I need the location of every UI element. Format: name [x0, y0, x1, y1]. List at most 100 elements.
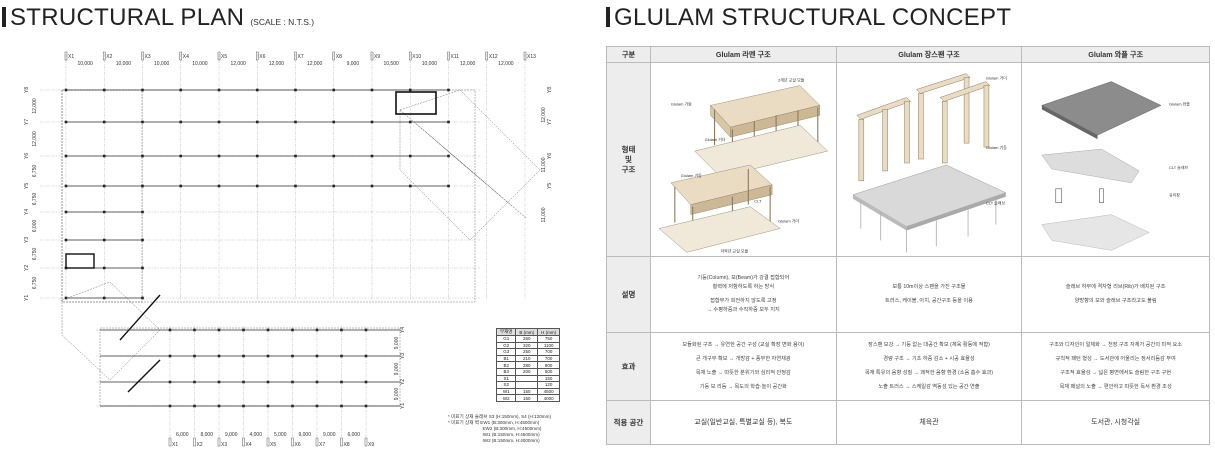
title-bar: [606, 7, 610, 27]
dimension-label: 9,000: [347, 61, 360, 67]
grid-axis-label: X6: [295, 442, 301, 448]
legend-cell: 120: [537, 381, 561, 389]
legend-header: 부재명: [495, 328, 517, 336]
grid-axis-label: Y4: [400, 327, 406, 333]
dimension-label: 4,000: [249, 432, 262, 438]
axis-marker: [217, 437, 221, 447]
legend-cell: 200: [515, 367, 539, 376]
dimension-label: 6,750: [32, 165, 38, 178]
diagonal-grid: [455, 157, 527, 219]
legend-row: S2 120: [495, 381, 561, 389]
rahmen-effect: 모듈화된 구조 → 유연한 공간 구성 (교실 확장 변화 용이)큰 개구부 확…: [649, 332, 837, 401]
text-line: 장스팬 보강 → 기둥 없는 대공간 확보 (체육 활동에 적합): [868, 342, 990, 348]
axis-marker: [179, 51, 182, 61]
dimension-label: 5,000: [274, 432, 287, 438]
legend-cell: 750: [537, 335, 561, 343]
text-line: 접합부가 회전하지 않도록 고정: [710, 298, 777, 304]
axis-marker: [217, 51, 221, 61]
text-line: 목재 특유의 음향 성질 → 쾌적한 음향 환경 (소음 흡수 효과): [864, 370, 993, 376]
column: [447, 120, 450, 124]
dimension-label: 9,000: [225, 432, 238, 438]
dimension-label: 6,000: [176, 432, 189, 438]
column: [447, 184, 450, 188]
text-line: 모듈화된 구조 → 유연한 공간 구성 (교실 확장 변화 용이): [682, 342, 805, 348]
longspan-diagram-cell: Glulam 거더 Glulam 기둥 CLT 슬래브: [835, 62, 1023, 257]
axis-marker: [103, 51, 106, 61]
legend-cell: 800: [537, 361, 561, 369]
dimension-label: 9,000: [298, 432, 311, 438]
axis-marker: [409, 51, 412, 61]
col-header-waffle: Glulam 와플 구조: [1021, 46, 1210, 63]
grid-axis-label: Y7: [547, 119, 553, 125]
col-header-category: 구분: [606, 46, 651, 63]
grid-axis-label: X8: [336, 54, 342, 60]
dimension-label: 6,000: [32, 220, 38, 233]
col-header-longspan: Glulam 장스팬 구조: [835, 46, 1023, 63]
grid-axis-label: Y6: [547, 153, 553, 159]
rahmen-label: 2개년 교실 모듈: [778, 77, 805, 82]
rahmen-diagram-cell: 2개년 교실 모듈 Glulam 기둥 Glulam 거더 Glulam 기둥 …: [649, 62, 837, 257]
waffle-diagram-cell: Glulam 와플 CLT 슬래브 유리창: [1021, 62, 1210, 257]
rahmen-label: CLT: [754, 198, 762, 203]
grid-axis-label: X10: [412, 54, 421, 60]
legend-cell: B2: [495, 361, 517, 369]
dimension-label: 6,750: [32, 248, 38, 261]
longspan-effect: 장스팬 보강 → 기둥 없는 대공간 확보 (체육 활동에 적합) 경량 구조 →…: [835, 332, 1023, 401]
grid-axis-label: X3: [221, 442, 227, 448]
legend-cell: B3: [495, 367, 517, 376]
longspan-structure-diagram: Glulam 거더 Glulam 기둥 CLT 슬래브: [852, 72, 1007, 252]
grid-axis-label: X7: [319, 442, 325, 448]
grid-axis-label: Y1: [400, 403, 406, 409]
rahmen-label: Glulam 기둥: [671, 101, 692, 106]
legend-cell: S2: [495, 381, 517, 389]
column: [141, 266, 144, 270]
text-line: → 수평하중과 수직하중 모두 지지: [706, 307, 780, 313]
dimension-label: 10,000: [116, 61, 132, 67]
legend-cell: 1100: [537, 341, 561, 350]
grid-axis-label: Y8: [24, 87, 30, 93]
rahmen-label: 저학년 교실 모듈: [720, 248, 748, 253]
dimension-label: 11,000: [541, 207, 547, 222]
legend-cell: 4500: [537, 387, 561, 396]
legend-cell: G3: [495, 348, 517, 356]
elevator-core: [65, 253, 95, 269]
axis-marker: [256, 51, 259, 61]
legend-cell: 150: [515, 387, 539, 396]
dimension-label: 12,000: [541, 107, 547, 123]
legend-cell: [515, 374, 539, 383]
column: [141, 210, 144, 214]
waffle-label: CLT 슬래브: [1169, 164, 1189, 169]
waffle-label: Glulam 와플: [1169, 101, 1190, 106]
grid-axis-label: Y7: [24, 119, 30, 125]
legend-cell: 700: [537, 348, 561, 356]
dimension-label: 10,000: [422, 61, 438, 67]
axis-marker: [332, 51, 335, 61]
rahmen-structure-diagram: 2개년 교실 모듈 Glulam 기둥 Glulam 거더 Glulam 기둥 …: [658, 77, 829, 253]
dimension-label: 6,750: [32, 193, 38, 206]
grid-axis-label: Y1: [24, 295, 30, 301]
text-line: 경량 구조 → 기초 하중 감소 + 시공 효율성: [883, 356, 975, 362]
legend-cell: 260: [515, 335, 539, 343]
legend-cell: G2: [495, 341, 517, 350]
waffle-application: 도서관, 시청각실: [1021, 400, 1210, 445]
grid-axis-label: Y2: [24, 265, 30, 271]
dimension-label: 11,000: [541, 157, 547, 172]
grid-axis-label: X13: [527, 54, 536, 60]
axis-marker: [294, 51, 297, 61]
text-line: 양방향의 보와 슬래브 구조라고도 불림: [1074, 298, 1157, 304]
grid-axis-label: Y4: [24, 209, 30, 215]
rahmen-application: 교실(일반교실, 특별교실 등), 복도: [649, 400, 837, 445]
text-line: 노출 트러스 → 스케일감 역동성 있는 공간 연출: [878, 384, 980, 390]
rahmen-label: Glulam 거더: [778, 218, 799, 223]
legend-cell: 150: [515, 394, 539, 402]
grid-axis-label: X8: [344, 442, 350, 448]
text-line: 기둥(Column), 보(Beam)가 강결 접합되어: [697, 275, 790, 281]
note-line: IW1 (B:150mm, H:4500mm): [448, 432, 540, 437]
axis-marker: [523, 51, 527, 61]
dimension-label: 9,000: [394, 363, 400, 376]
shear-wall: [127, 359, 161, 393]
